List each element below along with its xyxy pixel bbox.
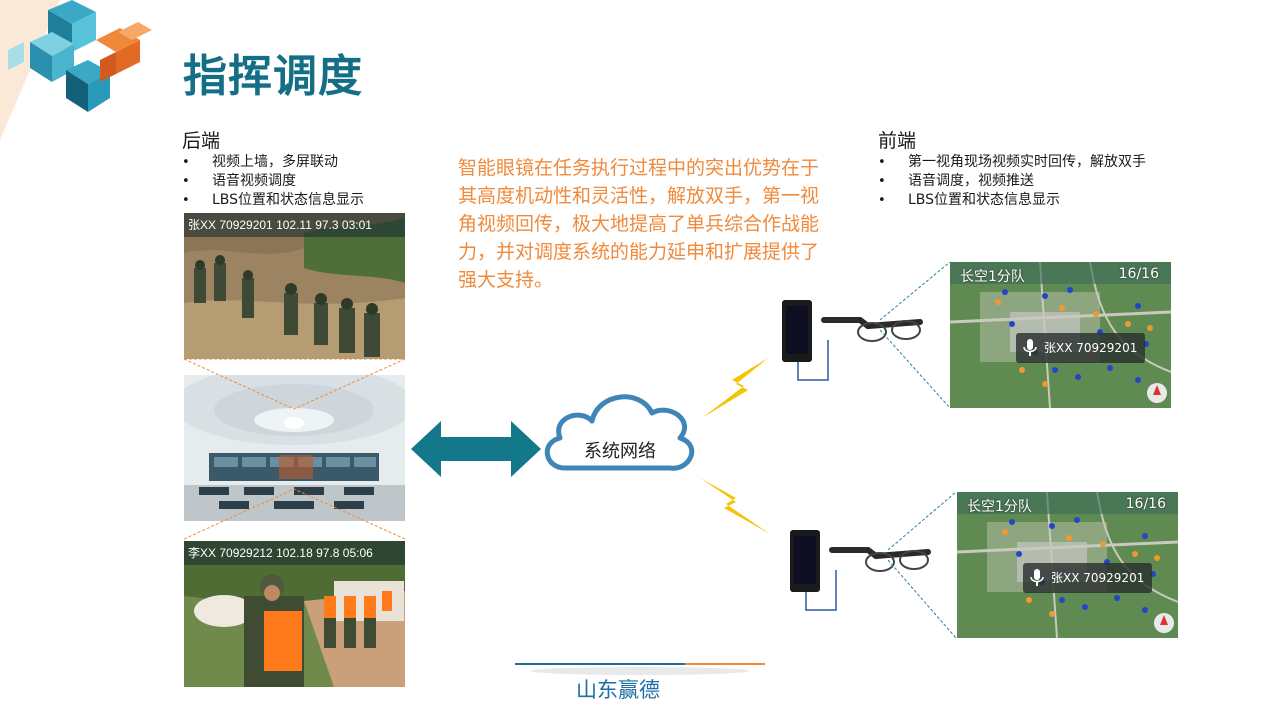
network-label: 系统网络 xyxy=(584,441,656,462)
footer-brand: 山东赢德 xyxy=(576,678,660,702)
footer-divider xyxy=(515,663,765,675)
backend-bullet: 语音视频调度 xyxy=(182,172,364,191)
photo-soldiers-sandbags: 李XX 70929212 102.18 97.8 05:06 xyxy=(184,541,405,687)
photo-caption: 李XX 70929212 102.18 97.8 05:06 xyxy=(184,541,405,565)
map-team-name: 长空1分队 xyxy=(967,499,1032,515)
map-panel: 长空1分队 16/16 张XX 70929201 xyxy=(950,262,1171,408)
frontend-bullet: 语音调度，视频推送 xyxy=(878,172,1146,191)
map-user-label: 张XX 70929201 xyxy=(1044,341,1138,355)
photo-soldiers-hillside: 张XX 70929201 102.11 97.3 03:01 xyxy=(184,213,405,359)
backend-heading: 后端 xyxy=(182,130,221,152)
backend-bullet: 视频上墙，多屏联动 xyxy=(182,153,364,172)
frontend-bullet: 第一视角现场视频实时回传，解放双手 xyxy=(878,153,1146,172)
page-title: 指挥调度 xyxy=(183,51,363,102)
backend-bullet: LBS位置和状态信息显示 xyxy=(182,191,364,210)
command-center-image xyxy=(184,375,405,521)
smartphone-glasses-top xyxy=(782,300,923,381)
photo-caption: 张XX 70929201 102.11 97.3 03:01 xyxy=(184,213,405,237)
backend-bullet-list: 视频上墙，多屏联动 语音视频调度 LBS位置和状态信息显示 xyxy=(182,153,364,210)
frontend-bullet: LBS位置和状态信息显示 xyxy=(878,191,1146,210)
map-user-chip[interactable]: 张XX 70929201 xyxy=(1023,563,1153,593)
advantage-description: 智能眼镜在任务执行过程中的突出优势在于其高度机动性和灵活性，解放双手，第一视角视… xyxy=(458,157,820,291)
map-user-label: 张XX 70929201 xyxy=(1051,571,1145,585)
bidirectional-arrow xyxy=(411,421,541,477)
microphone-icon xyxy=(1023,339,1037,356)
map-team-name: 长空1分队 xyxy=(960,269,1025,285)
lightning-icon xyxy=(702,358,768,418)
map-panel: 长空1分队 16/16 张XX 70929201 xyxy=(957,492,1178,638)
map-user-chip[interactable]: 张XX 70929201 xyxy=(1016,333,1146,363)
photo-command-center xyxy=(184,375,405,521)
frontend-bullet-list: 第一视角现场视频实时回传，解放双手 语音调度，视频推送 LBS位置和状态信息显示 xyxy=(878,153,1146,210)
smartphone-glasses-bottom xyxy=(790,530,931,611)
glasses-map-connectors xyxy=(880,261,957,639)
panel-connector-lines xyxy=(184,359,405,540)
microphone-icon xyxy=(1030,569,1044,586)
corner-logo xyxy=(0,0,152,140)
frontend-section: 前端 第一视角现场视频实时回传，解放双手 语音调度，视频推送 LBS位置和状态信… xyxy=(878,126,1146,210)
map-member-count: 16/16 xyxy=(1125,496,1166,512)
lightning-icon xyxy=(700,478,770,534)
frontend-heading: 前端 xyxy=(878,130,917,152)
network-cloud xyxy=(544,394,695,471)
map-member-count: 16/16 xyxy=(1118,266,1159,282)
backend-section: 后端 视频上墙，多屏联动 语音视频调度 LBS位置和状态信息显示 xyxy=(182,126,364,210)
